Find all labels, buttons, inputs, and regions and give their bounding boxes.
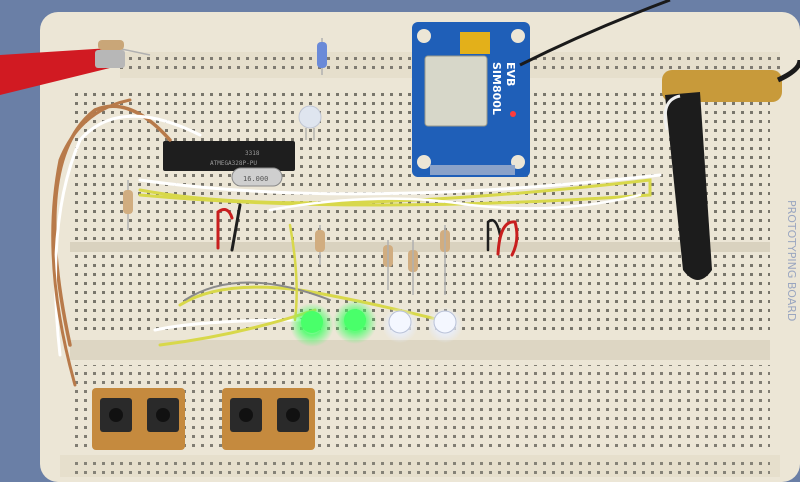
gsm-sub-text: EVB [504,62,517,86]
resistor-group [383,225,450,295]
lower-channel [70,340,770,360]
crystal-oscillator: 16.000 [231,167,283,187]
wires [51,98,662,387]
antenna [662,70,782,280]
gsm-module: SIM800L EVB [412,22,530,177]
led-green-1 [301,311,323,333]
hole-field-lower [70,255,770,335]
resistor-left [123,180,133,230]
chip-marking-line2: 3318 [245,150,260,157]
clear-led-top [298,105,322,140]
hole-field-bottom [70,365,770,450]
microcontroller-chip: ATMEGA328P-PU 3318 [163,141,295,171]
led-white-1 [388,310,412,334]
antenna-body [665,92,712,280]
led-row [290,300,463,347]
led-green-2 [344,309,366,331]
led-white-2 [433,310,457,334]
resistor-mid [315,225,325,265]
button-board-right [222,388,315,450]
button-board-left [92,388,185,450]
board-side-text: PROTOTYPING BOARD [785,200,798,321]
chip-marking-line1: ATMEGA328P-PU [210,160,257,167]
antenna-cable [519,0,671,67]
gsm-can [424,55,488,127]
gsm-name-text: SIM800L [490,62,503,115]
crystal-marking: 16.000 [243,175,268,183]
resistor-top [98,40,151,56]
gsm-status-led [510,111,516,117]
resistor-vertical-1 [317,38,327,75]
crocodile-clip [0,48,118,95]
center-channel [70,242,770,252]
